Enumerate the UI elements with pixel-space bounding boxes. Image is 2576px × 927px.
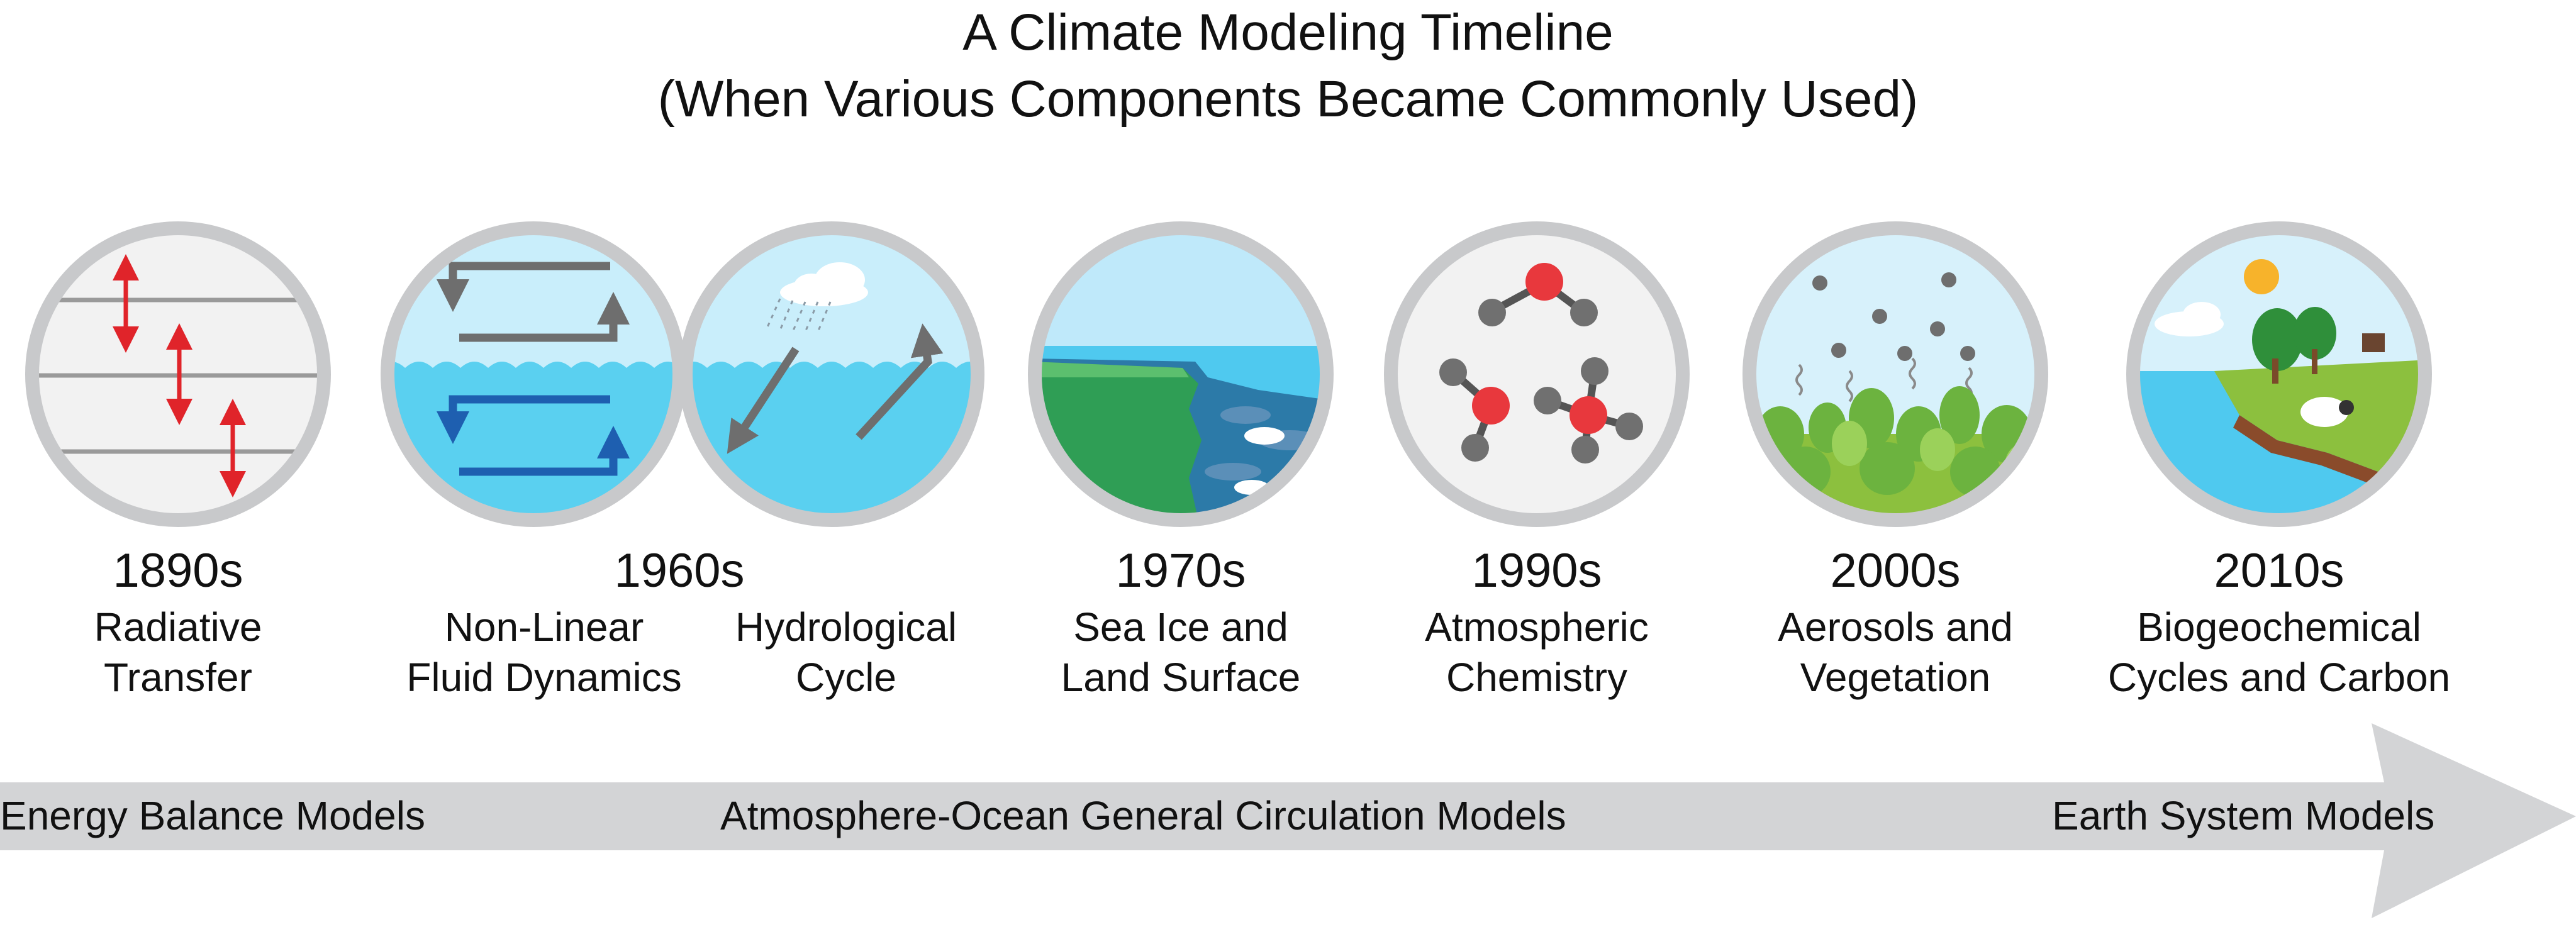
decade-label-1960s: 1960s bbox=[614, 544, 745, 597]
caption-fluid-line2: Fluid Dynamics bbox=[406, 655, 682, 700]
caption-aerosols-line2: Vegetation bbox=[1800, 655, 1991, 700]
decade-label-1990s: 1990s bbox=[1471, 544, 1602, 597]
model-type-energy-balance: Energy Balance Models bbox=[0, 793, 425, 838]
diagram-title-line2: (When Various Components Became Commonly… bbox=[657, 70, 1919, 128]
atmospheric-chemistry-icon bbox=[1384, 221, 1690, 527]
caption-seaice-line2: Land Surface bbox=[1061, 655, 1301, 700]
caption-chemistry-line2: Chemistry bbox=[1446, 655, 1628, 700]
caption-hydrological-line2: Cycle bbox=[795, 655, 897, 700]
caption-radiative-line1: Radiative bbox=[94, 604, 262, 650]
biogeochemical-cycles-icon bbox=[2126, 221, 2432, 527]
diagram-title-line1: A Climate Modeling Timeline bbox=[962, 4, 1614, 61]
hydrological-cycle-icon bbox=[679, 221, 984, 527]
decade-label-2010s: 2010s bbox=[2214, 544, 2345, 597]
caption-seaice-line1: Sea Ice and bbox=[1073, 604, 1288, 650]
decade-label-1890s: 1890s bbox=[113, 544, 243, 597]
caption-biogeochem-line1: Biogeochemical bbox=[2137, 604, 2421, 650]
caption-fluid-line1: Non-Linear bbox=[444, 604, 644, 650]
decade-label-2000s: 2000s bbox=[1830, 544, 1961, 597]
decade-label-1970s: 1970s bbox=[1115, 544, 1246, 597]
model-type-earth-system: Earth System Models bbox=[2052, 793, 2435, 838]
sea-ice-land-icon bbox=[1028, 221, 1334, 527]
caption-chemistry-line1: Atmospheric bbox=[1425, 604, 1649, 650]
model-type-aogcm: Atmosphere-Ocean General Circulation Mod… bbox=[720, 793, 1566, 838]
caption-hydrological-line1: Hydrological bbox=[735, 604, 957, 650]
timeline-arrow bbox=[0, 723, 2576, 918]
caption-aerosols-line1: Aerosols and bbox=[1778, 604, 2013, 650]
caption-radiative-line2: Transfer bbox=[104, 655, 252, 700]
radiative-transfer-icon bbox=[25, 221, 331, 527]
aerosols-vegetation-icon bbox=[1742, 221, 2048, 527]
caption-biogeochem-line2: Cycles and Carbon bbox=[2107, 655, 2451, 700]
fluid-dynamics-icon bbox=[381, 221, 686, 527]
